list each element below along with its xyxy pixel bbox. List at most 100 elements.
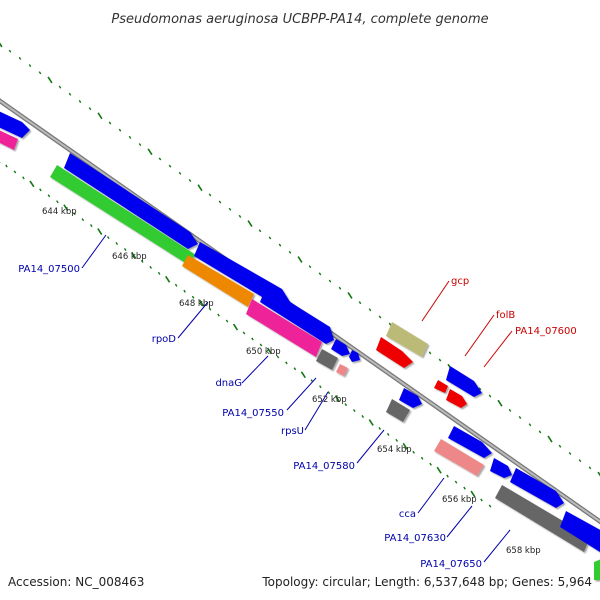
feature-arrow [448,426,492,458]
scale-tick [131,252,137,259]
scale-tick [597,471,600,477]
scale-tick [106,236,110,240]
kbp-label: 644 kbp [42,207,77,217]
scale-tick [178,171,182,175]
scale-tick [278,243,282,247]
scale-tick [268,236,272,240]
kbp-label: 646 kbp [112,252,147,262]
scale-tick [157,271,161,275]
kbp-label: 654 kbp [377,445,412,455]
scale-tick [344,403,348,407]
scale-tick [29,180,35,188]
scale-tick [39,188,42,192]
kbp-label: 656 kbp [442,495,477,505]
scale-tick [463,486,466,490]
feature-arrow [446,389,467,408]
feature-arrow [495,485,590,552]
scale-tick [78,99,82,103]
scale-tick [108,121,112,125]
feature-arrow [560,511,600,552]
scale-tick [578,459,582,463]
scale-tick [508,408,512,412]
scale-tick [297,256,303,263]
kbp-label: 650 kbp [246,347,281,357]
gene-label-rpsu: rpsU [281,426,304,437]
scale-tick [438,358,442,362]
scale-tick [368,419,374,426]
scale-tick [547,435,553,443]
feature-arrow [510,468,564,508]
gene-label-pa14-07630: PA14_07630 [384,533,446,544]
blue-leader-lines [81,234,511,563]
gene-label-pa14-07580: PA14_07580 [293,461,355,472]
scale-tick [128,135,132,139]
scale-tick [0,42,3,48]
scale-tick [115,242,119,246]
scale-tick [251,337,254,341]
scale-tick [497,399,503,407]
scale-tick [168,164,172,168]
feature-arrow [434,380,448,393]
scale-tick [118,128,122,132]
gene-label-gcp: gcp [451,276,469,287]
scale-tick [13,170,17,174]
gene-label-pa14-07650: PA14_07650 [420,559,482,570]
gene-label-pa14-07500: PA14_07500 [18,264,80,275]
scale-tick [478,387,482,391]
scale-tick [327,391,331,395]
scale-tick [429,462,432,466]
gene-label-pa14-07600: PA14_07600 [515,326,577,337]
scale-tick [68,92,72,96]
scale-tick [338,286,342,290]
scale-tick [217,313,220,317]
scale-tick [174,283,178,287]
feature-arrow [64,153,198,249]
gene-labels: PA14_07500rpoDdnaGPA14_07550rpsUPA14_075… [18,264,577,570]
scale-tick [288,250,292,254]
gene-label-rpod: rpoD [152,334,177,345]
scale-tick [238,214,242,218]
scale-tick [183,289,186,293]
scale-tick [361,415,365,419]
scale-tick [276,355,280,359]
inner-tick-ring [0,161,492,508]
scale-tick [558,444,562,448]
red-leader-lines [421,280,513,368]
scale-tick [388,322,392,326]
scale-tick [47,76,53,84]
scale-tick [358,301,362,305]
feature-arrow [386,399,410,422]
scale-tick [488,504,492,508]
kbp-label: 652 kbp [312,395,347,405]
feature-arrow [50,165,196,264]
scale-tick [528,423,532,427]
scale-tick [386,432,390,436]
scale-tick [208,307,212,311]
scale-tick [436,466,442,474]
scale-tick [197,184,203,192]
scale-tick [123,247,127,251]
feature-arrow [446,366,482,397]
scale-tick [158,157,162,161]
scale-tick [402,442,408,450]
scale-tick [208,193,212,197]
scale-tick [347,292,353,299]
feature-arrow [182,255,254,307]
feature-arrow [0,130,18,150]
scale-tick [165,275,171,283]
scale-tick [218,200,222,204]
scale-tick [454,480,458,484]
scale-tick [334,395,340,403]
scale-tick [140,259,144,263]
scale-tick [73,212,76,216]
feature-arrow [594,559,600,580]
scale-tick [488,394,492,398]
feature-arrow [336,364,348,376]
scale-tick [8,49,12,53]
scale-tick [378,315,382,319]
kbp-label: 648 kbp [179,299,214,309]
scale-tick [28,64,32,68]
scale-tick [138,143,142,147]
